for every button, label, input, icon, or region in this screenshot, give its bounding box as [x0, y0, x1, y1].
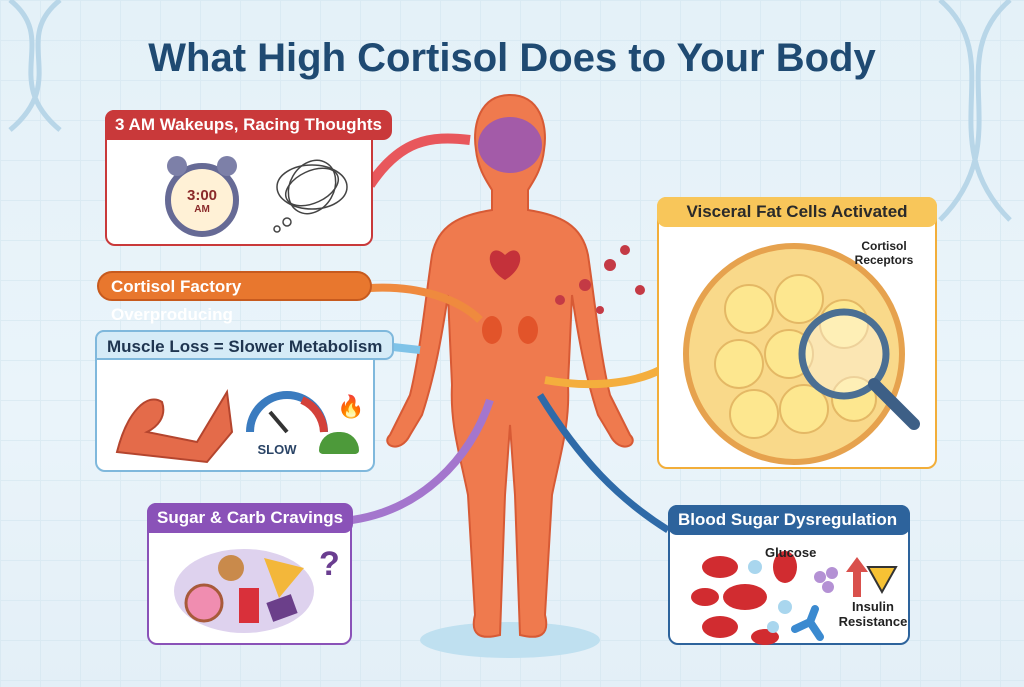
sleep-panel: 3 AM Wakeups, Racing Thoughts 3:00 AM — [105, 110, 392, 246]
muscle-panel-header: Muscle Loss = Slower Metabolism — [95, 330, 395, 360]
insulin-label: Insulin Resistance — [838, 599, 908, 629]
donut-icon — [184, 583, 224, 623]
receptors-callout: Cortisol Receptors — [854, 239, 914, 267]
clock-ampm: AM — [194, 204, 210, 215]
cookie-icon — [218, 555, 244, 581]
fat-panel-header: Visceral Fat Cells Activated — [657, 197, 937, 227]
speed-gauge-icon — [246, 391, 328, 434]
brain-icon — [478, 117, 542, 173]
question-mark: ? — [319, 545, 340, 583]
up-arrow-icon — [846, 557, 868, 597]
flame-icon: 🔥 — [337, 394, 365, 419]
warning-icon — [866, 566, 898, 595]
magnifier-icon — [798, 308, 920, 430]
pizza-icon — [264, 558, 304, 598]
chocolate-icon — [266, 594, 298, 622]
glucose-label: Glucose — [765, 545, 817, 560]
insulin-receptor-icon — [791, 557, 898, 641]
blood-panel-header: Blood Sugar Dysregulation — [668, 505, 910, 535]
blood-panel: Blood Sugar Dysregulation Glucose Insuli… — [668, 505, 910, 645]
tangled-thoughts-icon — [273, 159, 348, 233]
muscle-panel: Muscle Loss = Slower Metabolism SLOW 🔥 — [95, 330, 395, 472]
cravings-panel-header: Sugar & Carb Cravings — [147, 503, 354, 533]
gauge-label: SLOW — [257, 442, 297, 457]
red-blood-cell-icon — [691, 551, 797, 645]
human-body-icon — [386, 93, 634, 658]
sleep-panel-header: 3 AM Wakeups, Racing Thoughts — [105, 110, 392, 140]
food-cloud — [174, 549, 314, 633]
cravings-panel: Sugar & Carb Cravings ? — [147, 503, 354, 645]
adrenal-gland-icon — [482, 316, 502, 344]
fat-cell-icon — [683, 243, 920, 465]
soda-icon — [239, 588, 259, 623]
page-title: What High Cortisol Does to Your Body — [148, 36, 876, 80]
dna-icon — [8, 0, 62, 132]
dna-icon — [938, 0, 1012, 222]
turtle-icon — [319, 432, 359, 454]
alarm-clock-icon — [165, 156, 239, 237]
flexed-arm-icon — [115, 389, 234, 464]
clock-time: 3:00 — [186, 187, 218, 204]
factory-label: Cortisol Factory Overproducing — [97, 271, 372, 324]
fat-panel: Visceral Fat Cells Activated Cortisol Re… — [657, 197, 937, 469]
glucose-hexagon-icon — [748, 560, 792, 633]
